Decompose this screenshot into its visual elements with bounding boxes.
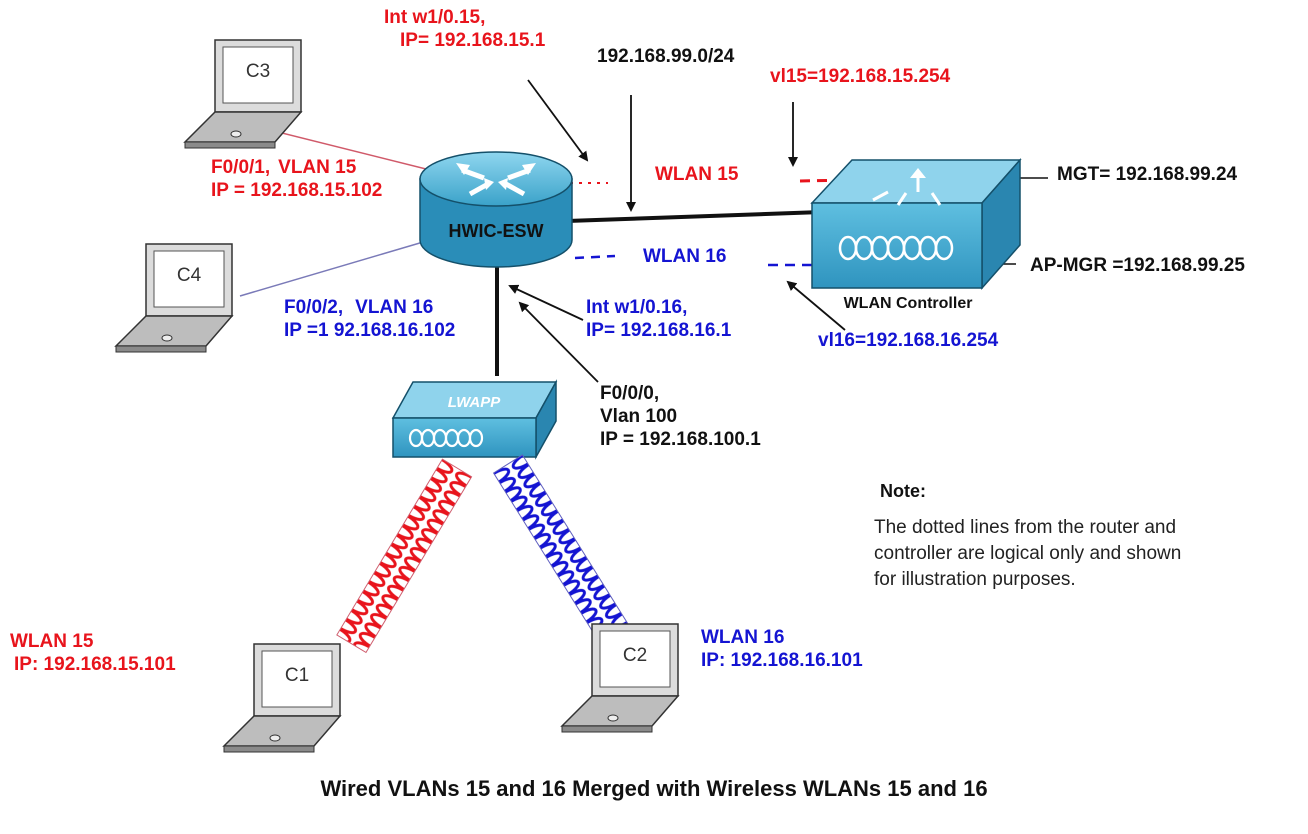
f001-vlan: VLAN 15 [278, 157, 357, 178]
router: HWIC-ESW [419, 151, 573, 268]
int16-arrow [508, 284, 584, 321]
wlan16-dotted-router [574, 254, 616, 260]
f002-port: F0/0/2, [284, 297, 344, 318]
int15-ip: IP= 192.168.15.1 [400, 30, 546, 51]
int15-interface: Int w1/0.15, [384, 7, 486, 28]
note-line-2: controller are logical only and shown [874, 543, 1182, 564]
f002-label: F0/0/2, VLAN 16 IP =1 92.168.16.102 [284, 296, 455, 342]
c1-ip: IP: 192.168.15.101 [14, 654, 176, 675]
c4-router-link [239, 239, 431, 297]
ap-label: LWAPP [448, 394, 502, 411]
f000-label: F0/0/0, Vlan 100 IP = 192.168.100.1 [600, 382, 761, 451]
router-label: HWIC-ESW [449, 221, 544, 241]
vl15-label: vl15=192.168.15.254 [770, 66, 951, 87]
laptop-c3-label: C3 [246, 61, 270, 82]
wlan-controller: WLAN Controller [810, 158, 1022, 312]
note-text: The dotted lines from the router and con… [874, 515, 1181, 593]
int16-label: Int w1/0.16, IP= 192.168.16.1 [586, 296, 731, 342]
int16-interface: Int w1/0.16, [586, 297, 688, 318]
diagram-caption: Wired VLANs 15 and 16 Merged with Wirele… [320, 776, 988, 801]
subnet99-label: 192.168.99.0/24 [597, 46, 735, 67]
note-line-3: for illustration purposes. [874, 569, 1076, 590]
laptop-c4-label: C4 [177, 265, 202, 286]
int16-ip: IP= 192.168.16.1 [586, 320, 732, 341]
note-line-1: The dotted lines from the router and [874, 517, 1177, 538]
f001-ip: IP = 192.168.15.102 [211, 180, 383, 201]
ap-wave-icon [408, 428, 484, 448]
c1-wlan: WLAN 15 [10, 631, 94, 652]
lwapp-access-point: LWAPP [391, 379, 558, 460]
vl16-label: vl16=192.168.16.254 [818, 330, 999, 351]
apmgr-label: AP-MGR =192.168.99.25 [1030, 255, 1245, 276]
int15-arrow [527, 79, 589, 162]
int15-label: Int w1/0.15, IP= 192.168.15.1 [384, 6, 545, 52]
wlan16-radio-coil [492, 454, 630, 644]
f000-ip: IP = 192.168.100.1 [600, 429, 761, 450]
f001-port: F0/0/1, [211, 157, 271, 178]
wlan15-label: WLAN 15 [655, 164, 739, 185]
controller-label: WLAN Controller [844, 295, 973, 312]
router-controller-link [566, 210, 823, 223]
laptop-c2: C2 [560, 623, 680, 733]
laptop-c1-label: C1 [285, 665, 309, 686]
laptop-c4: C4 [114, 243, 234, 353]
controller-wave-icon [838, 235, 954, 261]
laptop-c1: C1 [222, 643, 342, 753]
f000-arrow [518, 301, 599, 383]
f002-ip: IP =1 92.168.16.102 [284, 320, 456, 341]
note-title: Note: [880, 481, 926, 501]
c2-client-label: WLAN 16 IP: 192.168.16.101 [701, 626, 863, 672]
f001-label: F0/0/1, VLAN 15 IP = 192.168.15.102 [211, 156, 382, 202]
c2-ip: IP: 192.168.16.101 [701, 650, 863, 671]
wlan15-radio-coil [336, 458, 473, 654]
f002-vlan: VLAN 16 [355, 297, 434, 318]
vl16-arrow [786, 280, 846, 331]
connection-lines [237, 121, 1048, 376]
annotation-arrows [508, 79, 846, 383]
laptop-c3: C3 [183, 39, 303, 149]
f000-vlan: Vlan 100 [600, 406, 678, 427]
f000-port: F0/0/0, [600, 383, 660, 404]
c2-wlan: WLAN 16 [701, 627, 785, 648]
wlan16-label: WLAN 16 [643, 246, 727, 267]
mgt-label: MGT= 192.168.99.24 [1057, 164, 1238, 185]
laptop-c2-label: C2 [623, 645, 647, 666]
c1-client-label: WLAN 15 IP: 192.168.15.101 [10, 630, 176, 676]
controller-arrows-icon [872, 168, 942, 206]
router-arrows-icon [456, 163, 536, 197]
